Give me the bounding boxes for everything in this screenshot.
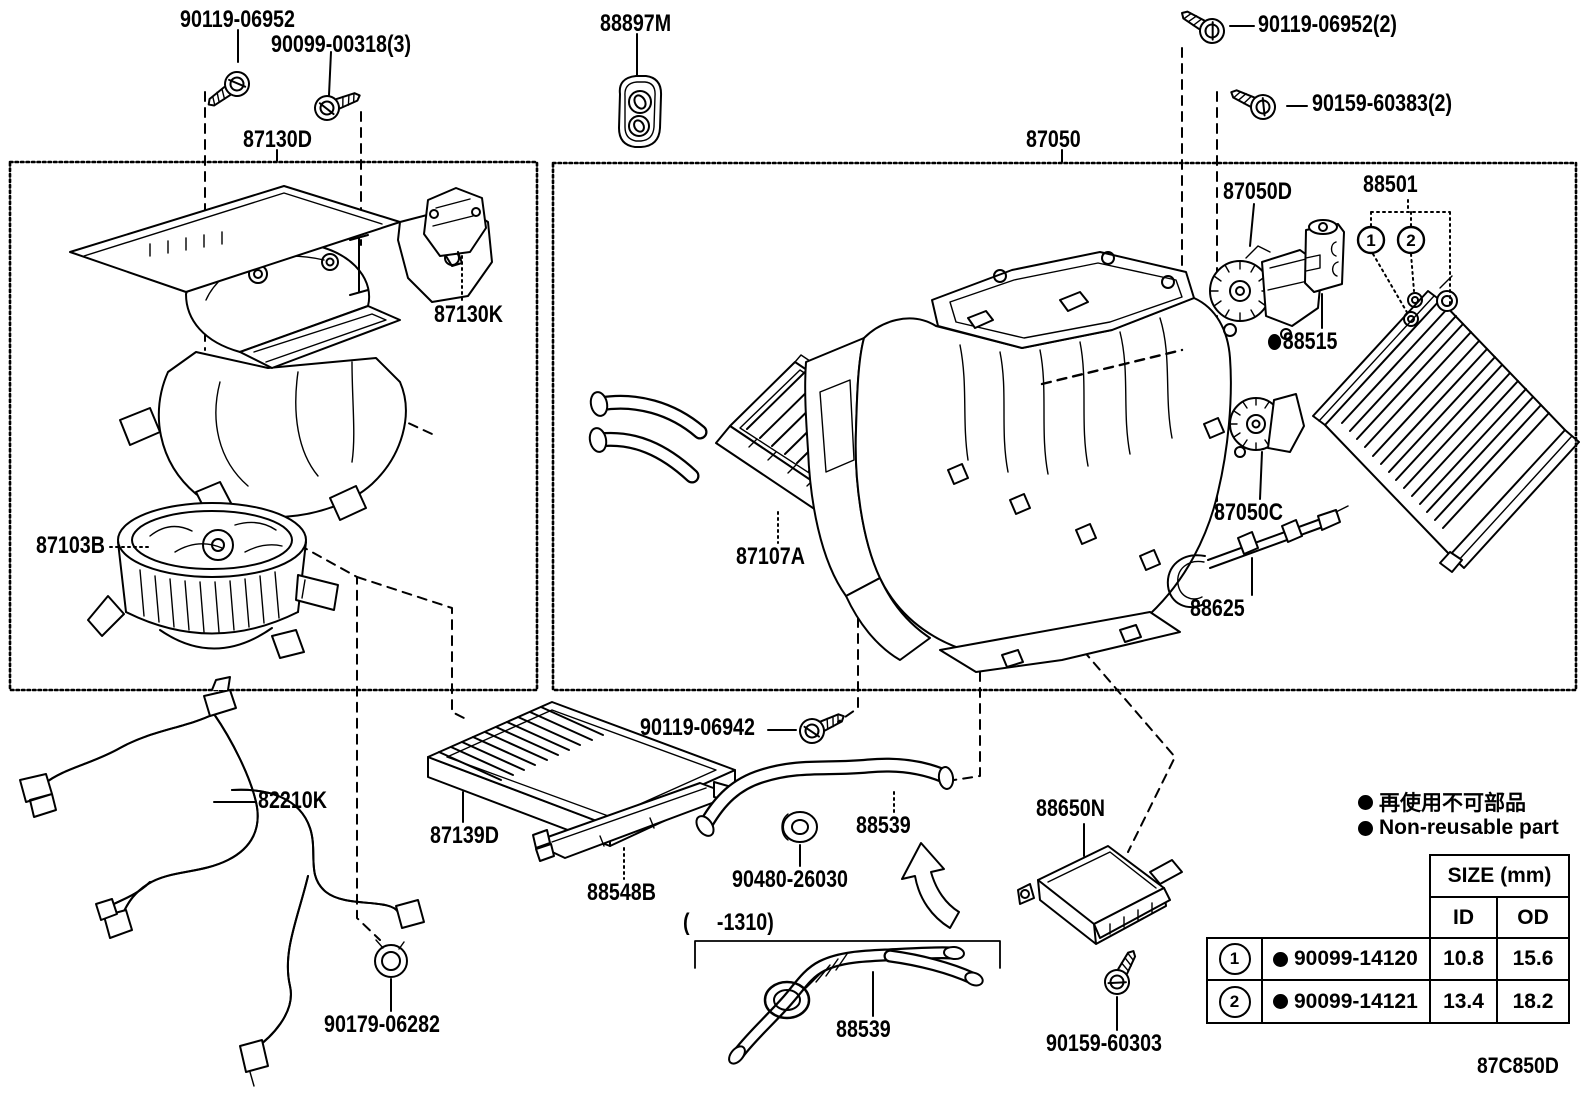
size-table-row2-od: 18.2 xyxy=(1496,979,1570,1024)
expansion-valve-drawing xyxy=(1304,219,1345,293)
part-label-88539-19: 88539 xyxy=(856,812,911,839)
part-label-90119-06952-0: 90119-06952 xyxy=(180,6,295,33)
size-table-col-od: OD xyxy=(1496,896,1570,939)
screw-90119-06952-2-drawing xyxy=(1174,1,1230,49)
non-reusable-dot xyxy=(1273,951,1288,967)
evaporator-drawing xyxy=(1312,275,1580,573)
size-table-col-id: ID xyxy=(1429,896,1498,939)
part-label-90179-06282-24: 90179-06282 xyxy=(324,1011,441,1038)
part-label-88650N-21: 88650N xyxy=(1036,795,1105,822)
non-reusable-dot xyxy=(1358,820,1373,836)
part-label-88501-8: 88501 xyxy=(1363,171,1418,198)
oring-2-drawing xyxy=(1407,292,1423,308)
size-table-row1-num: 1 xyxy=(1206,937,1263,981)
blower-case-drawing xyxy=(69,185,493,521)
oring-1-drawing xyxy=(1403,311,1419,327)
part-label-88897M-3: 88897M xyxy=(600,10,672,37)
part-label-90159-60303-25: 90159-60303 xyxy=(1046,1030,1163,1057)
legend-jp-row: 再使用不可部品 xyxy=(1358,789,1559,815)
size-table-row1-id: 10.8 xyxy=(1429,937,1498,981)
servo-87050c-drawing xyxy=(1229,393,1305,458)
non-reusable-dot xyxy=(1273,994,1288,1009)
size-table-header: SIZE (mm) xyxy=(1429,854,1570,898)
svg-text:2: 2 xyxy=(1406,231,1415,250)
part-label-90480-26030-20: 90480-26030 xyxy=(732,866,849,893)
part-label--1310-22: ( -1310) xyxy=(683,909,774,936)
box-87130d xyxy=(8,160,539,692)
hvac-case-drawing xyxy=(804,251,1232,673)
screw-90099-00318-drawing xyxy=(310,83,365,125)
part-label-87139D-17: 87139D xyxy=(430,822,499,849)
part-label-87107A-12: 87107A xyxy=(736,543,805,570)
part-label-87050-4: 87050 xyxy=(1026,126,1081,153)
direction-arrow xyxy=(901,842,960,929)
legend-en-text: Non-reusable part xyxy=(1379,816,1559,839)
range-bracket xyxy=(694,940,1001,969)
part-label-87130K-9: 87130K xyxy=(434,301,503,328)
heater-hose-bottom-drawing xyxy=(728,945,984,1065)
blower-motor-drawing xyxy=(87,502,339,659)
thermistor-drawing xyxy=(1166,505,1349,609)
size-table-row2-num: 2 xyxy=(1206,979,1263,1024)
part-label-90119-06942-16: 90119-06942 xyxy=(640,714,755,741)
part-label-82210K-15: 82210K xyxy=(258,787,327,814)
wiring-harness-drawing xyxy=(19,676,425,1087)
part-label-87050D-7: 87050D xyxy=(1223,178,1292,205)
callout-1: 1 xyxy=(1356,225,1386,255)
heater-hose-top-drawing xyxy=(695,757,955,837)
part-label-88539-23: 88539 xyxy=(836,1016,891,1043)
leader-lines xyxy=(213,25,1323,1031)
part-label-88515-10: 88515 xyxy=(1268,330,1337,354)
grommet-88897m-drawing xyxy=(618,75,663,148)
part-label-87130D-2: 87130D xyxy=(243,126,312,153)
part-label-87103B-11: 87103B xyxy=(36,532,105,559)
legend-en-row: Non-reusable part xyxy=(1358,815,1559,841)
box-87050 xyxy=(551,161,1578,692)
size-table-row1-od: 15.6 xyxy=(1496,937,1570,981)
non-reusable-dot xyxy=(1358,794,1373,810)
screw-90119-06952-drawing xyxy=(200,66,255,116)
screw-90119-06942-drawing xyxy=(795,704,850,748)
grommet-90179-drawing xyxy=(374,939,408,978)
servo-87130k-drawing xyxy=(423,187,487,267)
screw-90159-60383-drawing xyxy=(1225,80,1280,124)
amplifier-drawing xyxy=(1017,845,1183,945)
non-reusable-dot xyxy=(1268,334,1282,350)
callout-2: 2 xyxy=(1396,225,1426,255)
size-table-row1-part: 90099-14120 xyxy=(1261,937,1431,981)
diagram-code: 87C850D xyxy=(1477,1053,1559,1078)
svg-text:1: 1 xyxy=(1366,231,1375,250)
part-label-88548B-18: 88548B xyxy=(587,879,656,906)
size-table-row2-part: 90099-14121 xyxy=(1261,979,1431,1024)
part-label-90159-603832-6: 90159-60383(2) xyxy=(1312,90,1453,117)
part-label-87050C-13: 87050C xyxy=(1214,499,1283,526)
screw-90159-60303-drawing xyxy=(1099,944,1146,1000)
grommet-90480-drawing xyxy=(781,811,818,843)
size-table-row2-id: 13.4 xyxy=(1429,979,1498,1024)
part-label-88625-14: 88625 xyxy=(1190,595,1245,622)
legend-jp-text: 再使用不可部品 xyxy=(1379,792,1526,815)
part-label-90099-003183-1: 90099-00318(3) xyxy=(271,31,412,58)
part-label-90119-069522-5: 90119-06952(2) xyxy=(1258,11,1397,38)
non-reusable-legend: 再使用不可部品 Non-reusable part xyxy=(1358,789,1559,841)
dotted-leader-lines xyxy=(109,199,1451,880)
